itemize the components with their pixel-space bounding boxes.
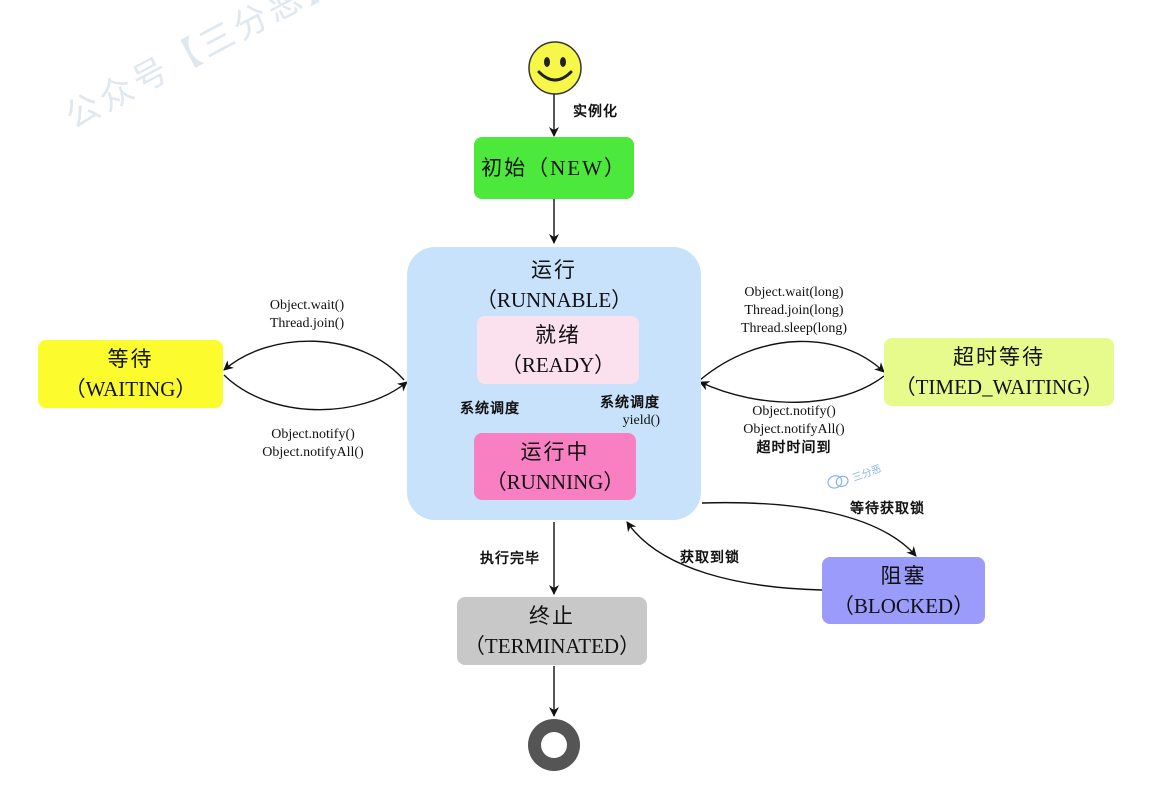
label-from-waiting-line: Object.notifyAll() [262, 445, 364, 460]
label-to-timed-waiting-line: Thread.join(long) [744, 303, 844, 318]
label-to-timed-waiting-line: Object.wait(long) [744, 285, 844, 300]
label-to-terminated: 执行完毕 [480, 551, 540, 567]
state-waiting: 等待 （WAITING） [38, 340, 223, 408]
state-running: 运行中 （RUNNING） [474, 433, 636, 500]
label-running-to-ready-line: 系统调度 [600, 395, 660, 411]
logo-watermark: 三分恶 [825, 459, 883, 493]
label-to-waiting-line: Thread.join() [269, 316, 345, 331]
new-title: 初始（NEW） [481, 156, 627, 180]
running-title: 运行中 [520, 439, 590, 464]
timed-waiting-subtitle: （TIMED_WAITING） [894, 375, 1104, 399]
label-running-to-ready: 系统调度 yield() [584, 394, 660, 430]
arrow-from-waiting [223, 374, 408, 411]
label-to-timed-waiting: Object.wait(long) Thread.join(long) Thre… [724, 284, 864, 338]
state-new: 初始（NEW） [474, 137, 634, 199]
state-terminated: 终止 （TERMINATED） [457, 597, 647, 665]
label-from-waiting: Object.notify() Object.notifyAll() [238, 426, 388, 462]
label-from-timed-waiting: Object.notify() Object.notifyAll() 超时时间到 [724, 403, 864, 457]
label-ready-to-running: 系统调度 [460, 401, 520, 417]
label-from-timed-waiting-line: Object.notify() [752, 404, 836, 419]
terminated-title: 终止 [529, 604, 575, 628]
waiting-subtitle: （WAITING） [64, 377, 197, 401]
start-smiley-icon [528, 41, 582, 95]
running-subtitle: （RUNNING） [485, 469, 625, 494]
arrow-from-blocked [626, 521, 823, 591]
ready-title: 就绪 [535, 323, 581, 347]
label-to-blocked: 等待获取锁 [850, 501, 925, 517]
label-to-waiting: Object.wait() Thread.join() [252, 297, 362, 333]
label-from-timed-waiting-line: 超时时间到 [756, 440, 832, 456]
label-from-blocked: 获取到锁 [680, 550, 740, 566]
label-from-timed-waiting-line: Object.notifyAll() [743, 422, 845, 437]
arrow-from-timed-waiting [699, 375, 885, 403]
state-timed-waiting: 超时等待 （TIMED_WAITING） [884, 338, 1114, 406]
arrow-to-blocked [701, 501, 917, 557]
blocked-subtitle: （BLOCKED） [832, 593, 975, 618]
blocked-title: 阻塞 [880, 563, 927, 588]
runnable-title: 运行 [531, 258, 577, 282]
ready-subtitle: （READY） [500, 353, 616, 377]
terminated-subtitle: （TERMINATED） [463, 634, 641, 658]
chat-bubble-icon [827, 475, 849, 489]
label-from-waiting-line: Object.notify() [271, 427, 355, 442]
state-ready: 就绪 （READY） [477, 316, 639, 384]
label-running-to-ready-line: yield() [622, 413, 660, 428]
label-to-waiting-line: Object.wait() [269, 298, 345, 313]
label-to-timed-waiting-line: Thread.sleep(long) [740, 321, 848, 336]
end-state-icon [528, 719, 580, 771]
waiting-title: 等待 [107, 347, 154, 371]
runnable-subtitle: （RUNNABLE） [475, 288, 633, 312]
state-blocked: 阻塞 （BLOCKED） [822, 557, 985, 624]
label-instantiate: 实例化 [573, 104, 618, 120]
arrow-to-timed-waiting [699, 340, 885, 381]
arrow-to-waiting [223, 340, 405, 381]
timed-waiting-title: 超时等待 [953, 345, 1045, 369]
